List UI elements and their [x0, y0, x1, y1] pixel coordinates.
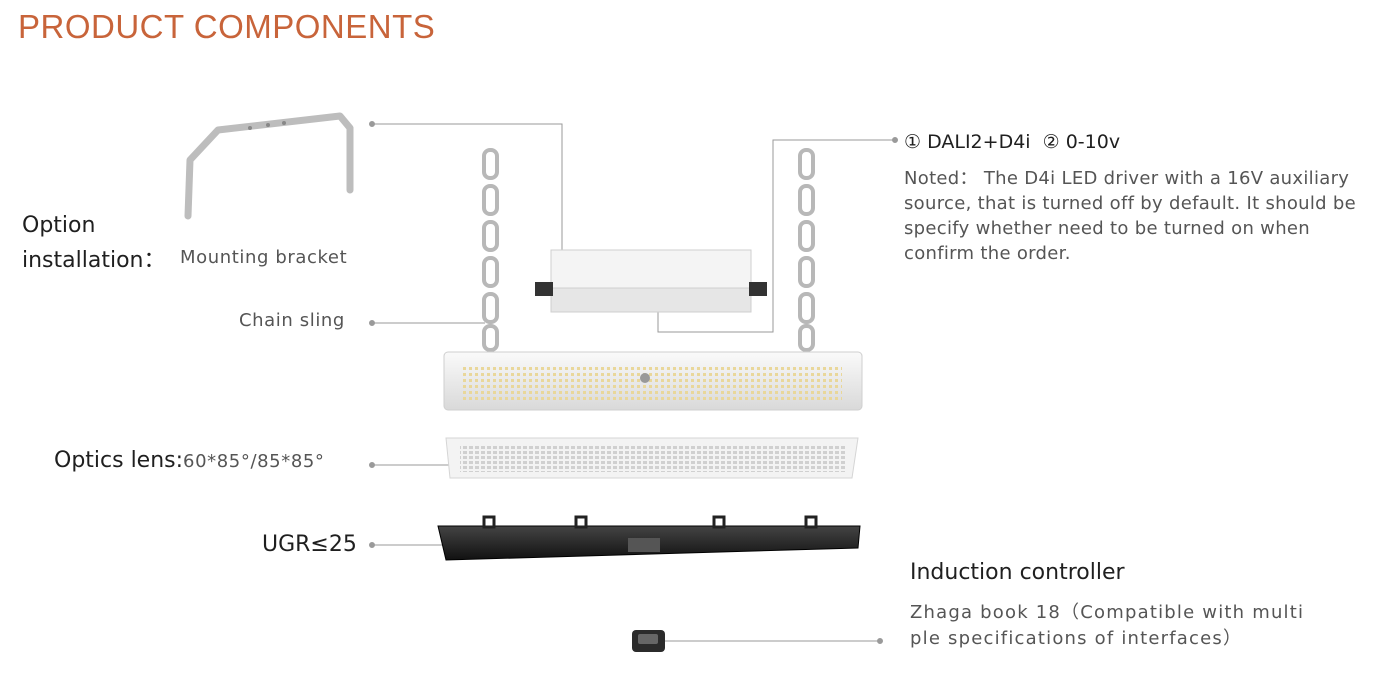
- leader-sensor: [665, 638, 883, 644]
- induction-sensor-image: [632, 630, 665, 652]
- driver-note-line4: confirm the order.: [904, 243, 1071, 264]
- leader-chain: [369, 320, 485, 326]
- zhaga-line2: ple specifications of interfaces）: [910, 628, 1243, 649]
- leader-ugr: [369, 542, 443, 548]
- page-title: PRODUCT COMPONENTS: [18, 8, 436, 45]
- driver-box-image: [535, 249, 767, 313]
- leader-bracket-driver: [369, 121, 563, 250]
- ugr-label: UGR≤25: [262, 532, 357, 557]
- driver-options-label: ① DALI2+D4i ② 0-10v: [904, 131, 1121, 153]
- mounting-bracket-label: Mounting bracket: [180, 247, 348, 268]
- option-label-line1: Option: [22, 213, 96, 238]
- driver-note-line2: source, that is turned off by default. I…: [904, 193, 1357, 214]
- chain-right-image: [798, 148, 815, 352]
- chain-sling-label: Chain sling: [239, 310, 345, 331]
- driver-note-line3: specify whether need to be turned on whe…: [904, 218, 1310, 239]
- induction-controller-label: Induction controller: [910, 560, 1125, 585]
- chain-left-image: [482, 148, 499, 352]
- option-label-line2: installation：: [22, 248, 166, 273]
- housing-image: [443, 351, 863, 411]
- optics-lens-image: [445, 437, 859, 479]
- optics-lens-values: 60*85°/85*85°: [183, 451, 325, 472]
- leader-lens: [369, 462, 450, 468]
- mounting-bracket-image: [184, 112, 354, 220]
- ugr-reflector-image: [437, 515, 861, 561]
- driver-note-line1: Noted： The D4i LED driver with a 16V aux…: [904, 168, 1350, 189]
- leader-driver-text: [657, 137, 898, 333]
- zhaga-line1: Zhaga book 18（Compatible with multi: [910, 602, 1305, 623]
- optics-lens-label: Optics lens:60*85°/85*85°: [54, 448, 325, 473]
- optics-lens-title: Optics lens:: [54, 448, 184, 473]
